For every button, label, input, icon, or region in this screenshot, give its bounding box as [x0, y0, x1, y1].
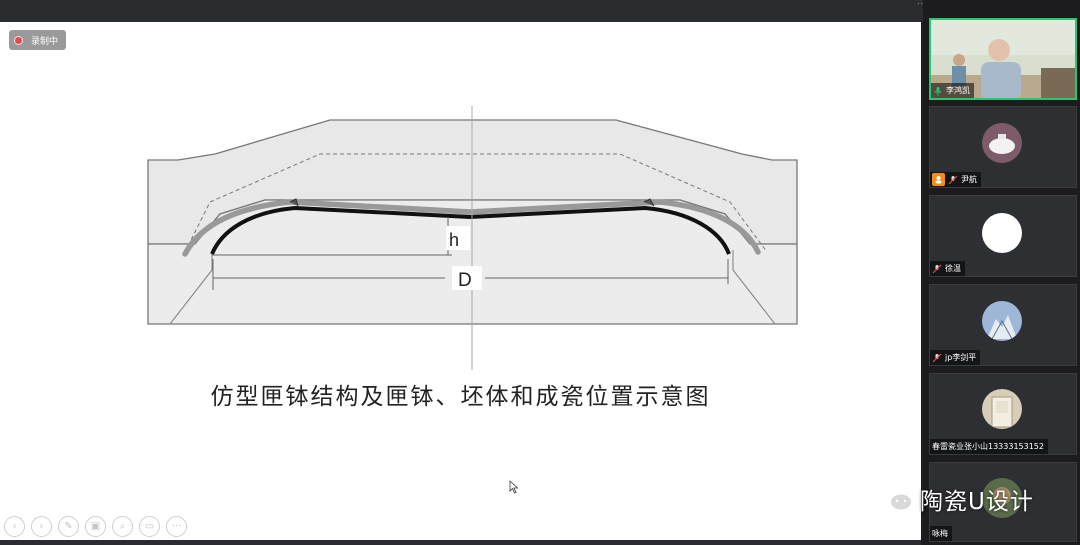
wechat-watermark: 陶瓷U设计 [872, 482, 1034, 516]
screen-icon[interactable]: ▭ [139, 516, 160, 537]
more-icon[interactable]: ··· [166, 516, 187, 537]
participant-name: 咏梅 [932, 529, 948, 538]
height-label: h [449, 230, 459, 250]
recording-dot-icon [14, 35, 23, 45]
mic-active-icon [934, 86, 942, 95]
slide-caption: 仿型匣钵结构及匣钵、坯体和成瓷位置示意图 [210, 384, 711, 410]
prev-icon[interactable]: ‹ [4, 516, 25, 537]
participant-name: 徐温 [945, 264, 961, 273]
participant-avatar [982, 389, 1022, 429]
mic-muted-icon [948, 175, 958, 184]
zoom-icon[interactable]: ⌕ [112, 516, 133, 537]
foot-ring-left [289, 198, 299, 207]
participant-avatar [982, 478, 1022, 518]
wechat-icon [874, 486, 913, 512]
participant-name-tag: 咏梅 [930, 526, 952, 541]
participant-tile[interactable]: 咏梅 [929, 462, 1077, 542]
mouse-cursor-icon [509, 480, 519, 494]
participant-name: 尹航 [961, 175, 977, 184]
participant-name-tag: 徐温 [930, 261, 965, 276]
inner-dashed-outline [184, 153, 768, 253]
participant-tile-speaking[interactable]: 李鸿凯 [929, 18, 1077, 100]
participant-avatar [982, 301, 1022, 341]
participant-avatar [982, 213, 1022, 253]
mic-muted-icon [932, 264, 942, 273]
participant-name-tag: 尹航 [930, 172, 981, 187]
participant-tile[interactable]: 徐温 [929, 195, 1077, 277]
participant-avatar [982, 123, 1022, 163]
fired-ware-profile [210, 205, 731, 255]
participant-tile[interactable]: jp李剑平 [929, 284, 1077, 366]
recording-badge[interactable]: 录制中 [9, 30, 66, 50]
greenware-profile [182, 199, 761, 257]
sagger-diagram: h D [147, 106, 798, 370]
watermark-text: 陶瓷U设计 [920, 489, 1034, 515]
host-icon [932, 173, 945, 186]
participant-name-tag: 春雷瓷业张小山13333153152 [930, 439, 1048, 454]
participant-name: 李鸿凯 [946, 86, 970, 95]
lower-sagger-inner [169, 250, 776, 325]
mic-muted-icon [932, 353, 942, 362]
recording-label: 录制中 [31, 36, 59, 47]
drag-handle-icon[interactable]: ··· [917, 0, 927, 10]
participant-name-tag: 李鸿凯 [931, 83, 974, 98]
slide-toolbar: ‹ › ✎ ▣ ⌕ ▭ ··· [4, 516, 187, 538]
next-icon[interactable]: › [31, 516, 52, 537]
pen-icon[interactable]: ✎ [58, 516, 79, 537]
copy-icon[interactable]: ▣ [85, 516, 106, 537]
diameter-label: D [458, 270, 472, 291]
window-top-bar: ··· [0, 0, 1080, 22]
foot-ring-right [643, 198, 655, 207]
participant-name: 春雷瓷业张小山13333153152 [932, 442, 1044, 451]
participant-tile[interactable]: 春雷瓷业张小山13333153152 [929, 373, 1077, 455]
bottom-strip [0, 540, 921, 545]
shared-slide: 录制中 h D 仿型匣钵结构及匣钵、坯体和成瓷位置示意图 ‹ › ✎ ▣ ⌕ ▭… [0, 22, 921, 540]
participant-tile[interactable]: 尹航 [929, 106, 1077, 188]
participant-sidebar: 李鸿凯 尹航 徐温 jp李剑平 春雷瓷业张小山1 [923, 0, 1080, 545]
participant-name: jp李剑平 [945, 353, 977, 362]
participant-name-tag: jp李剑平 [930, 350, 981, 365]
